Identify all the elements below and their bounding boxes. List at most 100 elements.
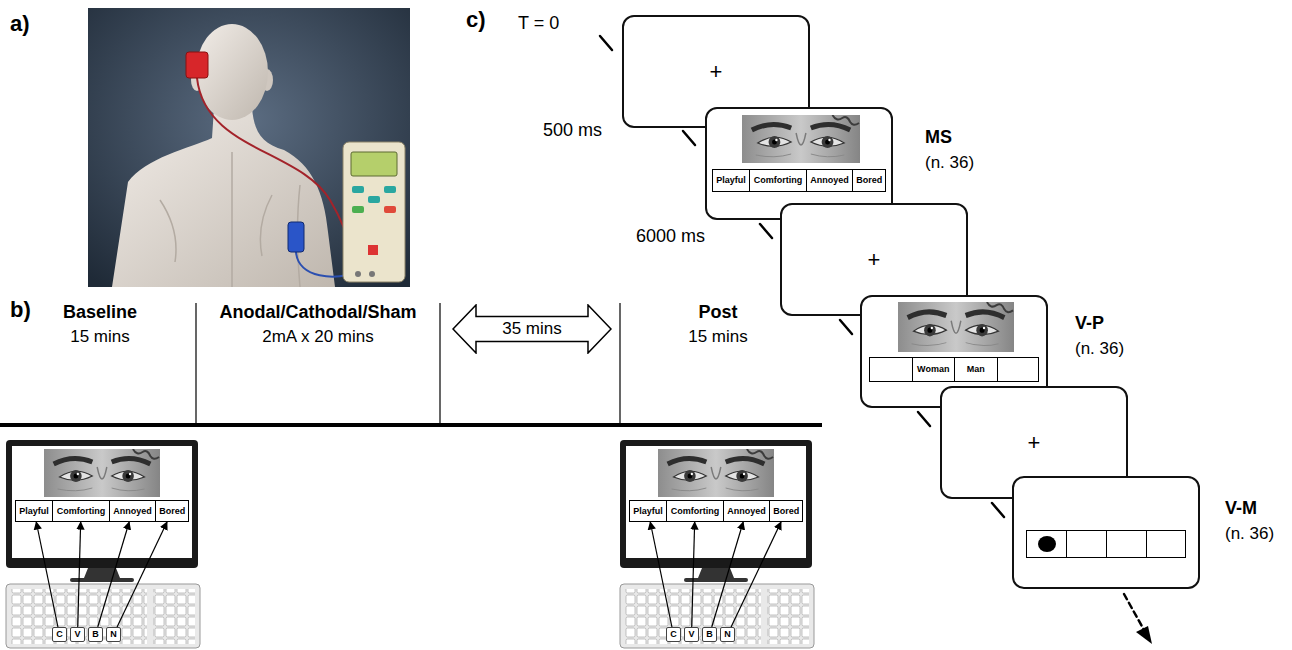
phase-title: Anodal/Cathodal/Sham [219, 303, 416, 323]
keyboard [6, 584, 200, 648]
condition-name: V-M [1225, 496, 1257, 521]
response-option-box: Annoyed [806, 169, 854, 192]
option-text: Man [967, 365, 985, 374]
response-option-box: Woman [912, 357, 956, 382]
response-key-arrow [692, 522, 695, 627]
anode-wire [197, 78, 356, 262]
response-key-arrow [731, 522, 781, 627]
tdcs-illustration [88, 8, 410, 287]
red-electrode [186, 52, 208, 78]
empty-response-box [1066, 530, 1107, 558]
response-option-box: Annoyed [723, 500, 771, 522]
time-axis [840, 320, 852, 334]
time-axis [1124, 594, 1144, 630]
target-dot [1038, 536, 1056, 552]
key-letter: N [724, 630, 731, 639]
key-letter: V [688, 630, 694, 639]
trial-count: (n. 36) [925, 150, 974, 175]
option-text: Bored [773, 507, 799, 516]
option-text: Annoyed [727, 507, 766, 516]
time-axis [1136, 626, 1152, 644]
time-axis [992, 503, 1004, 517]
key-letter: B [92, 630, 99, 639]
keyboard-key: B [702, 627, 717, 642]
computer-monitor [626, 446, 806, 558]
empty-response-box [869, 357, 913, 382]
condition-name: V-P [1075, 311, 1104, 336]
keyboard [153, 589, 195, 644]
trial-count: (n. 36) [1225, 521, 1274, 546]
stimulator-device [352, 186, 364, 193]
option-text: Playful [716, 176, 746, 185]
stimulator-device [343, 142, 405, 282]
computer-monitor [620, 440, 812, 568]
human-back [112, 108, 335, 287]
computer-monitor [620, 440, 812, 582]
option-text: Comforting [671, 507, 720, 516]
time-label: 500 ms [543, 121, 602, 141]
option-text: Comforting [754, 176, 803, 185]
response-option-box: Comforting [749, 169, 807, 192]
empty-response-box [1106, 530, 1147, 558]
key-letter: B [706, 630, 713, 639]
phase-duration: 15 mins [70, 328, 130, 347]
trial-screen: V-M(n. 36) [1012, 476, 1200, 589]
response-option-box: Comforting [666, 500, 724, 522]
panel-letter: a) [10, 12, 30, 36]
response-option-box: Annoyed [109, 500, 157, 522]
fixation-cross: + [710, 61, 723, 83]
keyboard [620, 584, 814, 648]
panel-letter: c) [466, 8, 486, 32]
empty-response-box [1146, 530, 1186, 558]
option-text: Annoyed [113, 507, 152, 516]
stimulator-device [343, 142, 405, 282]
condition-name: MS [925, 125, 952, 150]
eye-region-photo [898, 302, 1014, 352]
time-axis [918, 412, 930, 426]
response-key-arrow [650, 522, 672, 627]
stimulator-device [384, 206, 396, 213]
keyboard-key: N [720, 627, 735, 642]
key-letter: V [74, 630, 80, 639]
option-text: Bored [856, 176, 882, 185]
option-text: Comforting [57, 507, 106, 516]
computer-monitor [6, 440, 198, 582]
eye-region-photo [742, 115, 860, 163]
keyboard-key: V [684, 627, 699, 642]
double-arrow-shape [453, 305, 611, 353]
time-axis [600, 36, 612, 50]
response-key-arrow [78, 522, 81, 627]
keyboard-key: C [666, 627, 681, 642]
eye-region-photo [742, 115, 860, 163]
option-text: Annoyed [810, 176, 849, 185]
empty-response-box [1026, 530, 1067, 558]
stimulator-device [369, 271, 375, 277]
response-option-box: Playful [629, 500, 668, 522]
time-label: T = 0 [518, 14, 559, 34]
response-option-box: Bored [852, 169, 886, 192]
panel-letter: b) [10, 298, 31, 322]
timeline [439, 303, 440, 425]
stimulator-device [351, 152, 397, 176]
computer-monitor [6, 440, 198, 568]
trial-count: (n. 36) [1075, 336, 1124, 361]
key-letter: C [56, 630, 63, 639]
time-axis [683, 131, 695, 145]
keyboard [620, 584, 814, 648]
timeline [0, 303, 822, 425]
fixation-cross: + [868, 249, 881, 271]
keyboard-key: V [70, 627, 85, 642]
keyboard [767, 589, 809, 644]
illustration-background [88, 8, 410, 287]
keyboard-key: C [52, 627, 67, 642]
empty-response-box [997, 357, 1040, 382]
keyboard [6, 584, 200, 648]
fixation-cross: + [1028, 432, 1041, 454]
timeline [619, 303, 620, 425]
option-text: Playful [633, 507, 663, 516]
interval-text: 35 mins [502, 320, 562, 339]
keyboard-key: B [88, 627, 103, 642]
option-text: Playful [19, 507, 49, 516]
